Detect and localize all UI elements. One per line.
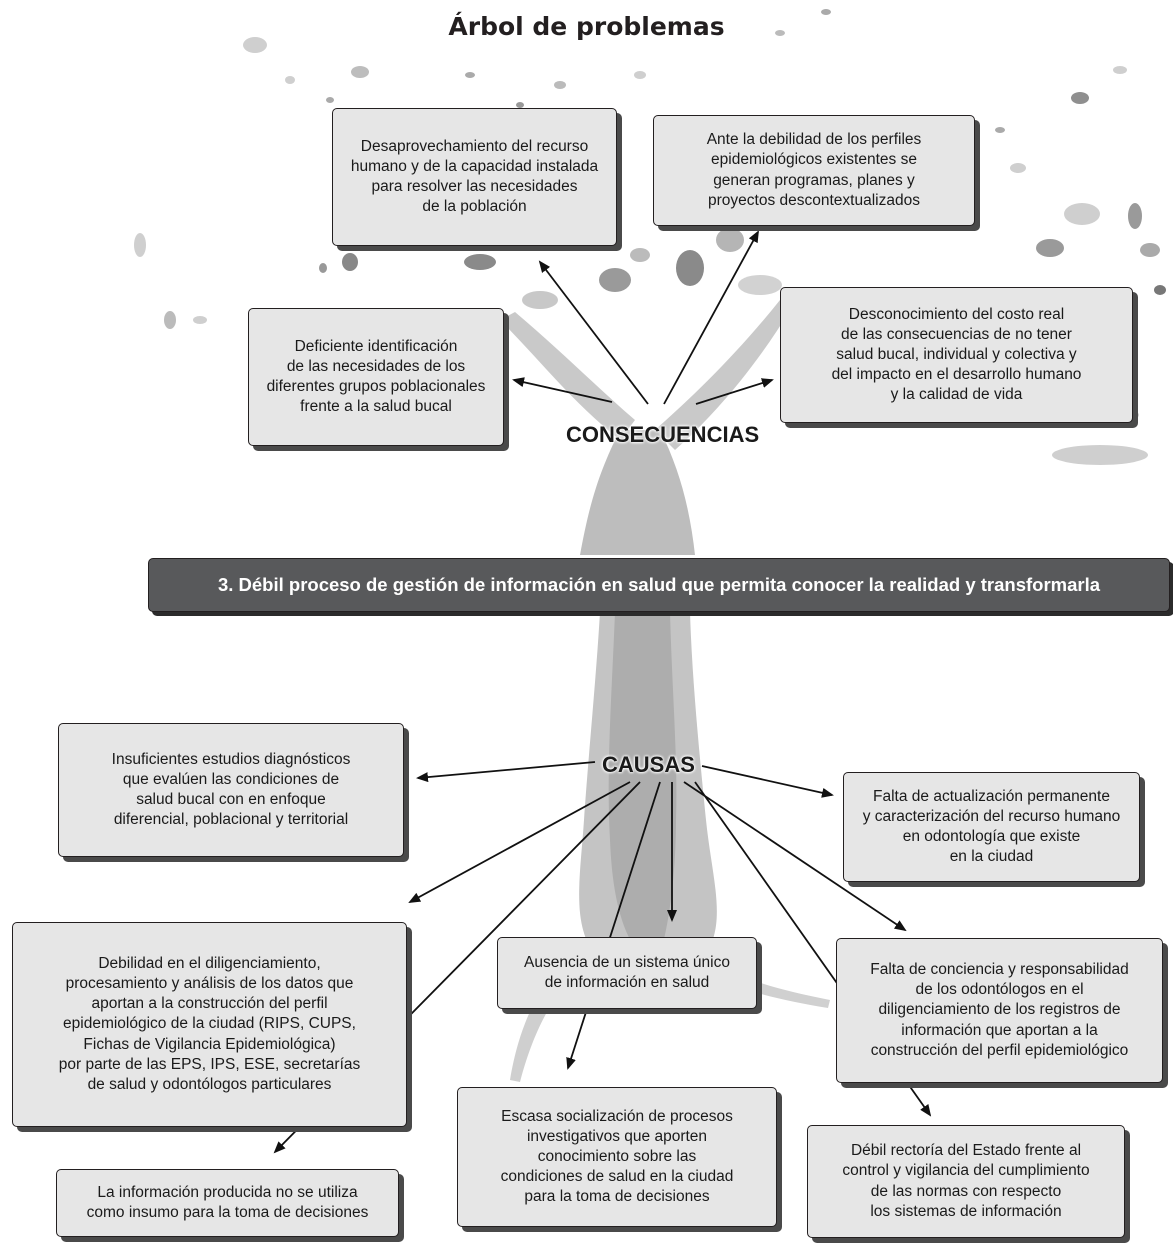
cause-text-2: Falta de actualización permanente y cara… — [862, 787, 1121, 866]
consequence-text-4: Desconocimiento del costo real de las co… — [831, 305, 1082, 404]
cause-box-4: Ausencia de un sistema único de informac… — [497, 937, 757, 1009]
consequence-text-1: Desaprovechamiento del recurso humano y … — [350, 137, 599, 216]
cause-text-3: Debilidad en el diligenciamiento, proces… — [58, 955, 361, 1093]
cause-text-4: Ausencia de un sistema único de informac… — [524, 953, 730, 991]
causes-label: CAUSAS — [602, 752, 695, 777]
diagram-title: Árbol de problemas — [448, 12, 725, 41]
cause-box-8: Débil rectoría del Estado frente al cont… — [807, 1125, 1125, 1238]
foliage — [134, 9, 1166, 465]
cause-text-5: Falta de conciencia y responsabilidad de… — [870, 961, 1129, 1059]
tree-trunk — [500, 300, 830, 1082]
consequence-box-2: Ante la debilidad de los perfiles epidem… — [653, 115, 975, 226]
cause-box-3: Debilidad en el diligenciamiento, proces… — [12, 922, 407, 1127]
consequence-box-4: Desconocimiento del costo real de las co… — [780, 287, 1133, 423]
cause-box-7: Escasa socialización de procesos investi… — [457, 1087, 777, 1227]
cause-text-8: Débil rectoría del Estado frente al cont… — [842, 1142, 1090, 1220]
cause-box-5: Falta de conciencia y responsabilidad de… — [836, 938, 1163, 1083]
central-problem-banner: 3. Débil proceso de gestión de informaci… — [148, 558, 1170, 612]
consequence-text-2: Ante la debilidad de los perfiles epidem… — [706, 131, 922, 209]
cause-text-1: Insuficientes estudios diagnósticos que … — [111, 750, 351, 829]
consequence-arrows — [512, 230, 774, 405]
consequence-box-3: Deficiente identificación de las necesid… — [248, 308, 504, 446]
consequence-box-1: Desaprovechamiento del recurso humano y … — [332, 108, 617, 246]
consequence-text-3: Deficiente identificación de las necesid… — [266, 337, 486, 416]
cause-box-6: La información producida no se utiliza c… — [56, 1169, 399, 1237]
cause-text-6: La información producida no se utiliza c… — [86, 1183, 369, 1221]
consequences-label: CONSECUENCIAS — [566, 422, 760, 447]
cause-text-7: Escasa socialización de procesos investi… — [500, 1107, 734, 1206]
cause-box-2: Falta de actualización permanente y cara… — [843, 772, 1140, 882]
cause-box-1: Insuficientes estudios diagnósticos que … — [58, 723, 404, 857]
central-problem-text: 3. Débil proceso de gestión de informaci… — [217, 574, 1101, 595]
